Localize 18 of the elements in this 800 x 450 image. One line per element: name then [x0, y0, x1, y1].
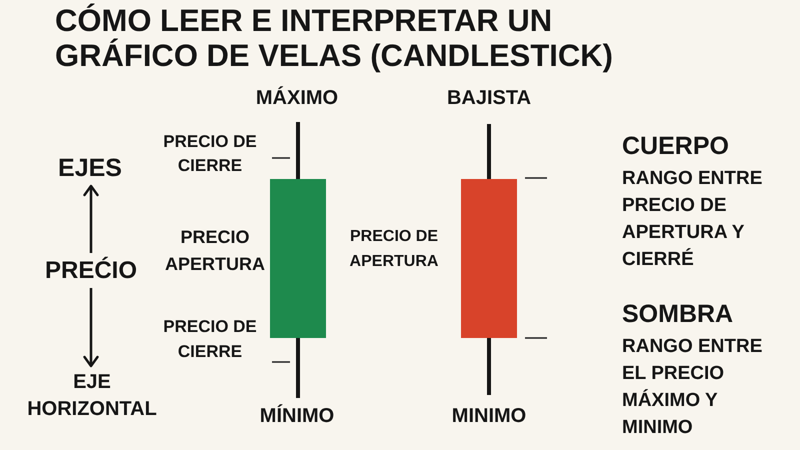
description: RANGO ENTRE PRECIO DE APERTURA Y CIERRÉ: [622, 167, 764, 272]
axis-label: EJES: [58, 153, 122, 183]
arrow: [83, 288, 99, 368]
price-label: PRECIO APERTURA: [165, 226, 265, 276]
axis-label: EJE HORIZONTAL: [27, 369, 157, 423]
price-label: PRECIO DE CIERRE: [162, 316, 258, 363]
title: CÓMO LEER E INTERPRETAR UN GRÁFICO DE VELAS (CANDLESTICK): [55, 3, 614, 73]
description: RANGO ENTRE EL PRECIO MÁXIMO Y MINIMO: [622, 335, 764, 440]
arrow: [83, 184, 99, 253]
level-label: MINIMO: [452, 404, 526, 428]
price-label: PRECIO DE APERTURA: [348, 227, 440, 272]
section-heading: CUERPO: [622, 131, 729, 161]
section-heading: SOMBRA: [622, 299, 734, 329]
candle-title: BAJISTA: [446, 86, 532, 110]
level-label: MÍNIMO: [260, 404, 334, 428]
axis-label: PREĆIO: [45, 256, 137, 285]
level-label: MÁXIMO: [256, 86, 338, 110]
price-label: PRECIO DE CIERRE: [162, 131, 258, 177]
